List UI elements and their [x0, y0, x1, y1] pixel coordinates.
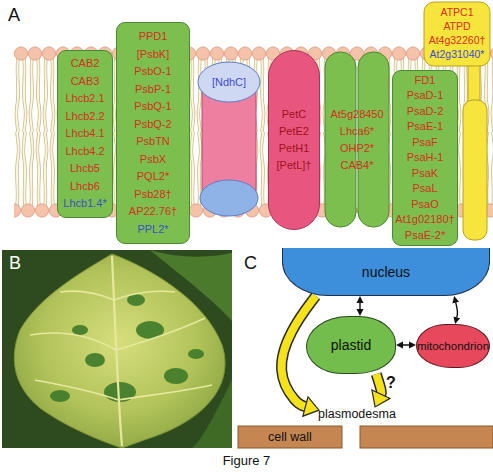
psii-complex: PPD1[PsbK]PsbO-1PsbP-1PsbQ-1PsbQ-2PsbTNP…	[116, 22, 190, 244]
gene-label: ATPC1	[440, 5, 473, 19]
gene-label: PQL2*	[137, 168, 169, 186]
cytb6f-complex: PetCPetE2PetH1[PetL]†	[268, 50, 320, 230]
gene-label: At5g28450	[330, 106, 383, 123]
arrow-outline	[282, 296, 316, 407]
gene-label: PsaL	[412, 181, 437, 197]
plastid-shape: plastid	[306, 316, 396, 374]
mitochondrion-shape: mitochondrion	[416, 324, 490, 368]
gene-label: PsbO-1	[134, 63, 171, 81]
gene-label: PsbX	[140, 151, 166, 169]
compartment-label: plastid	[331, 336, 371, 354]
gene-label: Lhcb2.2	[65, 108, 104, 126]
gene-label: Lhcb4.2	[65, 143, 104, 161]
connector-arrow	[376, 374, 381, 394]
gene-label: Lhcb4.1	[65, 125, 104, 143]
panel-letter: A	[8, 5, 20, 26]
gene-label: PsbP-1	[135, 81, 171, 99]
gene-label: PsaO	[411, 197, 439, 213]
arrow-outline	[376, 374, 381, 394]
lhci-complex: At5g28450Lhca6*OHP2*CAB4*	[324, 52, 390, 227]
gene-label: [PetL]†	[277, 157, 312, 174]
lhcii-complex: CAB2CAB3Lhcb2.1Lhcb2.2Lhcb4.1Lhcb4.2Lhcb…	[57, 50, 113, 218]
compartment-label: plasmodesma	[318, 406, 396, 422]
gene-label: FD1	[415, 73, 436, 89]
exchange-arrow	[403, 344, 409, 345]
gene-label: At2g31040*	[430, 47, 485, 61]
gene-label: [PsbK]	[137, 46, 169, 64]
gene-label: At1g02180†	[395, 212, 454, 228]
exchange-arrow	[359, 303, 360, 309]
psi-complex: FD1PsaD-1PsaD-2PsaE-1PsaFPsaH-1PsaKPsaLP…	[392, 70, 458, 246]
gene-label: PsaF	[412, 135, 438, 151]
compartment-label: mitochondrion	[417, 339, 489, 354]
panel-letter: C	[244, 253, 257, 274]
ndh-complex: [NdhC]	[196, 58, 262, 218]
gene-label: [NdhC]	[212, 74, 246, 90]
gene-label: PsaD-2	[407, 104, 444, 120]
gene-label: PPL2*	[137, 221, 168, 239]
gene-label: PsaK	[412, 166, 438, 182]
figure-caption: Figure 7	[0, 453, 493, 468]
gene-label: PsaH-1	[407, 150, 444, 166]
connector-arrow	[456, 303, 458, 317]
edge-label: ?	[386, 374, 396, 392]
gene-label: PsaE-2*	[405, 228, 445, 244]
signal-arrow	[376, 374, 381, 394]
gene-label: PsbTN	[136, 133, 170, 151]
gene-label: CAB3	[71, 73, 100, 91]
gene-label: Lhcb5	[70, 160, 100, 178]
leaf-photo	[2, 250, 232, 448]
gene-label: At4g32260†	[429, 33, 486, 47]
gene-label: Lhcb1.4*	[63, 195, 106, 213]
connector-arrow	[403, 345, 409, 346]
gene-label: PetH1	[279, 140, 310, 157]
compartment-label: nucleus	[362, 263, 410, 281]
gene-label: PPD1	[139, 28, 168, 46]
gene-label: CAB4*	[340, 157, 373, 174]
gene-label: PsbQ-2	[134, 116, 171, 134]
nucleus-shape: nucleus	[282, 248, 490, 296]
connector-arrow	[282, 296, 316, 407]
cell-wall-band: cell wall	[238, 426, 493, 448]
panel-letter: B	[9, 253, 21, 274]
gene-label: Lhca6*	[340, 123, 374, 140]
gene-label: ATPD	[443, 19, 470, 33]
gene-label: Psb28†	[134, 186, 171, 204]
signal-arrow	[282, 296, 316, 407]
gene-label: PsbQ-1	[134, 98, 171, 116]
gene-label: AP22.76†	[129, 203, 177, 221]
gene-label: OHP2*	[340, 140, 374, 157]
lhci-complex-outline	[324, 52, 390, 227]
connector-arrow	[360, 303, 361, 309]
gene-label: Lhcb2.1	[65, 90, 104, 108]
compartment-label: cell wall	[268, 426, 312, 448]
exchange-arrow	[456, 303, 458, 317]
gene-label: Lhcb6	[70, 178, 100, 196]
gene-label: PetE2	[279, 123, 309, 140]
plasmodesma-node: plasmodesma	[318, 406, 396, 422]
gene-label: PsaE-1	[407, 119, 443, 135]
gene-label: PetC	[282, 106, 306, 123]
gene-label: PsaD-1	[407, 88, 444, 104]
gene-label: CAB2	[71, 55, 100, 73]
